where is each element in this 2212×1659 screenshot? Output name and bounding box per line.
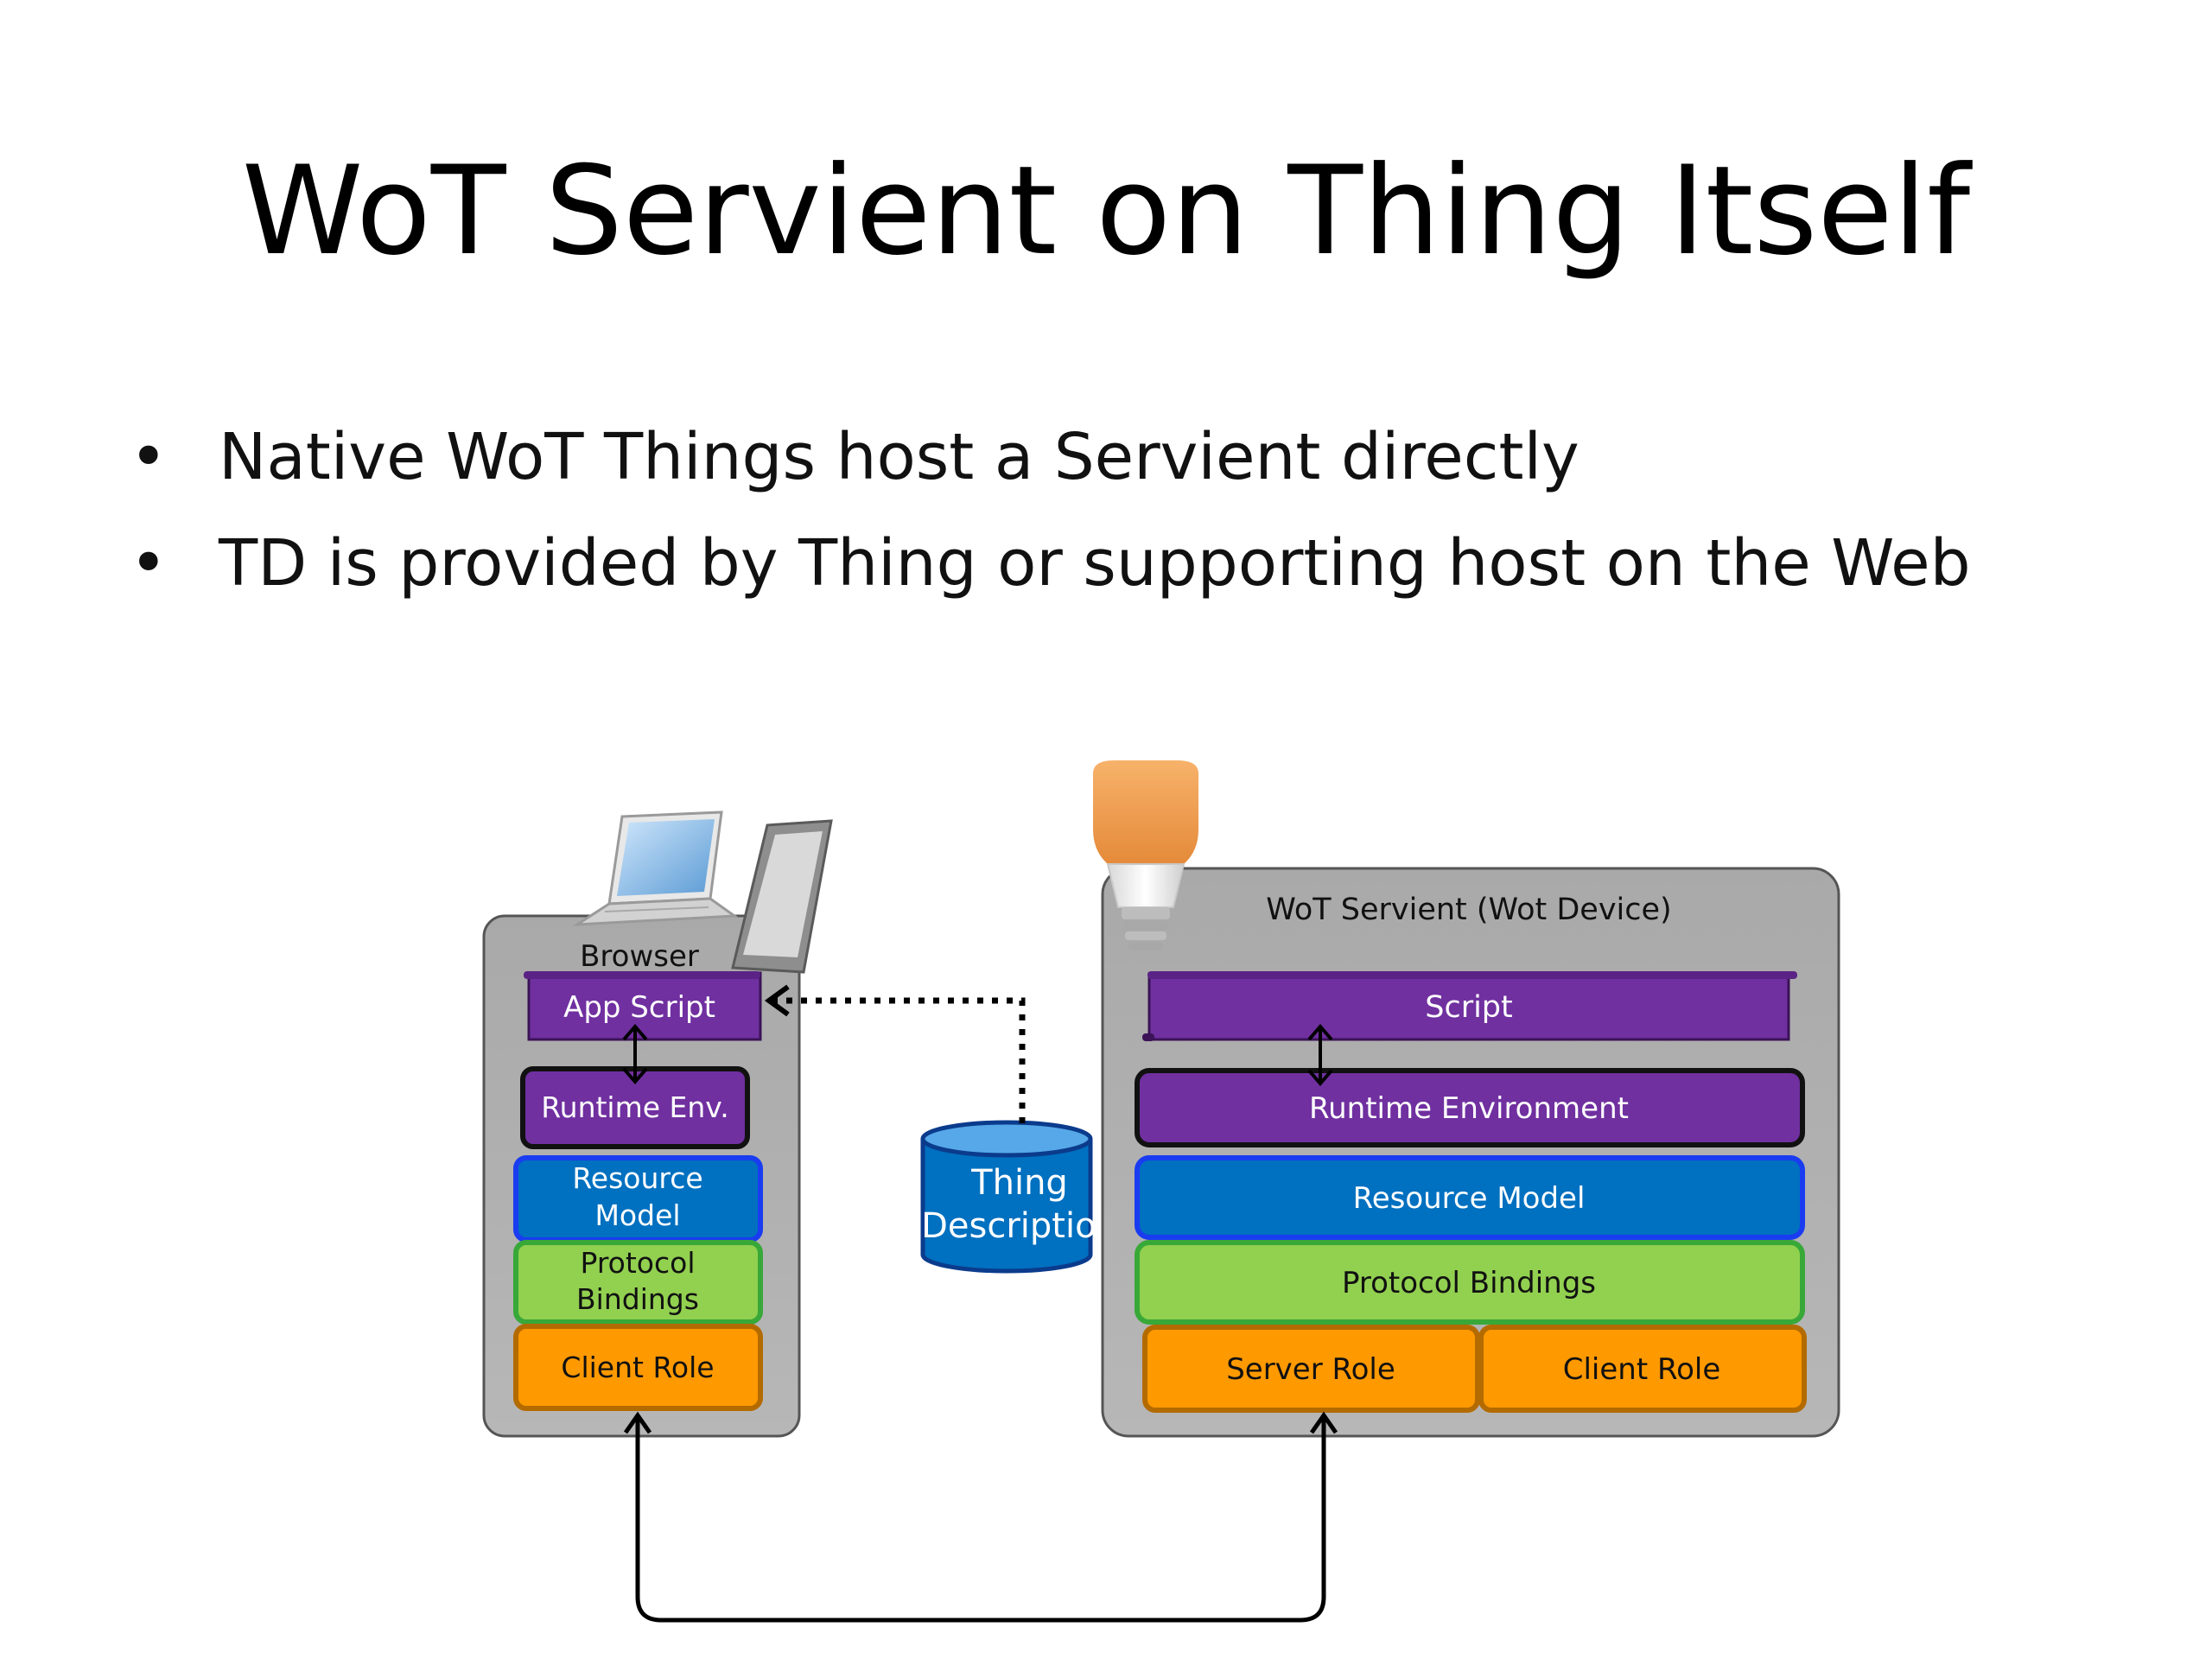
servient-client-role-layer: Client Role — [1478, 1325, 1807, 1413]
servient-script-runtime-arrow — [1307, 1023, 1333, 1087]
browser-panel: Browser App Script Runtime Env. Resource… — [482, 914, 801, 1438]
bullet-item: Native WoT Things host a Servient direct… — [130, 404, 1971, 511]
slide-title: WoT Servient on Thing Itself — [241, 140, 1971, 283]
servient-protocol-bindings-label: Protocol Bindings — [1342, 1266, 1596, 1300]
light-bulb-icon — [1093, 760, 1198, 950]
client-server-connection — [623, 1411, 1338, 1623]
servient-title: WoT Servient (Wot Device) — [1266, 893, 1671, 927]
runtime-environment-layer: Runtime Environment — [1135, 1068, 1805, 1147]
resource-model-layer: Resource Model — [513, 1155, 763, 1243]
protocol-bindings-layer: Protocol Bindings — [513, 1240, 763, 1325]
thing-description-label-line1: Thing — [970, 1163, 1068, 1203]
thing-description-label-line2: Description — [921, 1206, 1118, 1246]
client-role-label: Client Role — [561, 1351, 714, 1384]
servient-resource-model-layer: Resource Model — [1135, 1155, 1805, 1240]
bullet-item: TD is provided by Thing or supporting ho… — [130, 511, 1971, 617]
server-role-label: Server Role — [1226, 1352, 1395, 1387]
laptop-icon — [572, 810, 739, 926]
browser-script-runtime-arrow — [622, 1023, 648, 1085]
runtime-environment-label: Runtime Environment — [1309, 1091, 1629, 1126]
browser-title: Browser — [580, 939, 699, 974]
server-role-layer: Server Role — [1142, 1325, 1480, 1413]
td-to-app-script-arrow — [764, 984, 1026, 1123]
protocol-bindings-label-line1: Protocol — [581, 1246, 696, 1280]
script-label: Script — [1425, 990, 1513, 1025]
app-script-label: App Script — [563, 990, 715, 1025]
resource-model-label-line2: Model — [594, 1198, 680, 1232]
protocol-bindings-label-line2: Bindings — [576, 1282, 699, 1316]
client-role-layer: Client Role — [513, 1324, 763, 1411]
bullet-list: Native WoT Things host a Servient direct… — [130, 404, 1971, 617]
tablet-icon — [731, 819, 833, 974]
resource-model-label-line1: Resource — [572, 1161, 702, 1195]
script-layer: Script — [1142, 971, 1797, 1041]
servient-protocol-bindings-layer: Protocol Bindings — [1135, 1240, 1805, 1325]
servient-panel: WoT Servient (Wot Device) Script Runtime… — [1101, 867, 1840, 1438]
servient-client-role-label: Client Role — [1563, 1352, 1721, 1387]
thing-description-store: Thing Description — [920, 1120, 1118, 1274]
runtime-env-label: Runtime Env. — [541, 1090, 729, 1124]
servient-resource-model-label: Resource Model — [1353, 1181, 1586, 1216]
app-script-layer: App Script — [524, 971, 762, 1041]
